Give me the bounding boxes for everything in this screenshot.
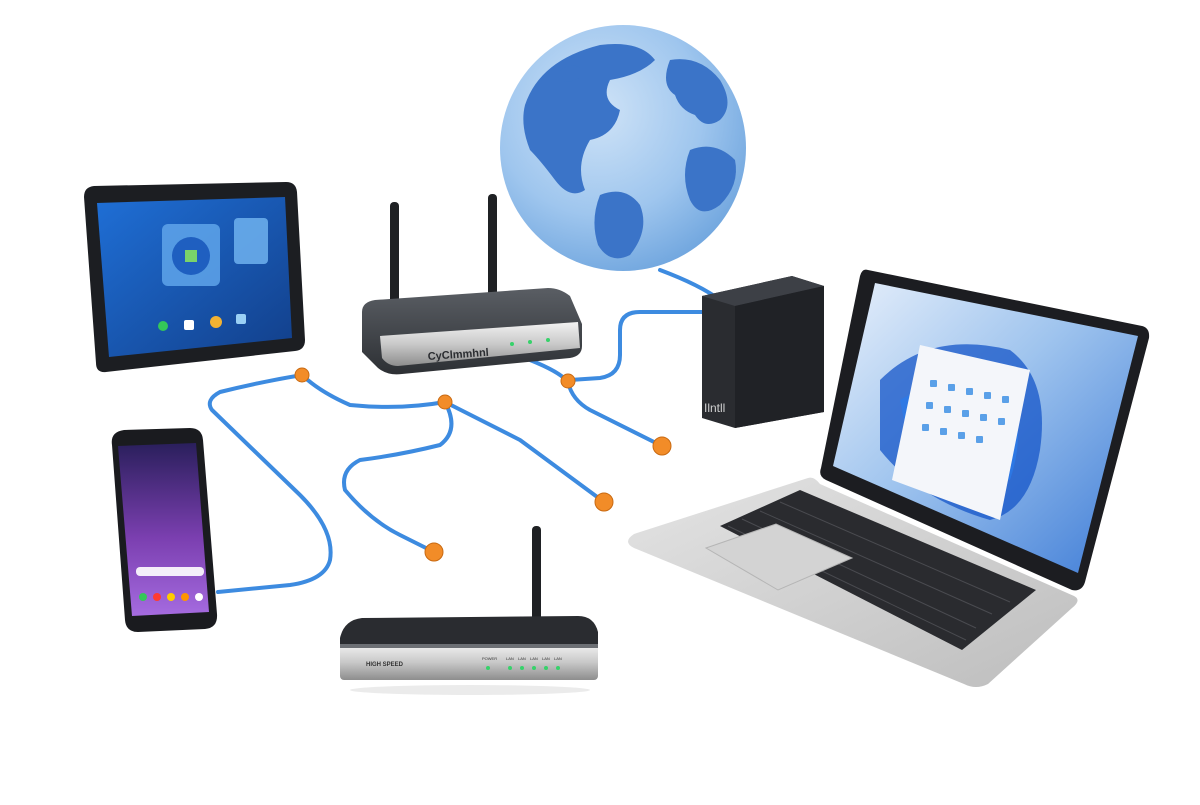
router-shadow xyxy=(350,685,590,695)
globe-icon xyxy=(500,25,746,271)
cable-center xyxy=(342,400,454,554)
cable-node xyxy=(652,436,672,456)
router-top-brand-label: CyClmmhnl xyxy=(427,347,489,363)
app-icon xyxy=(195,593,203,601)
port-label-power: POWER xyxy=(482,656,497,661)
cable-server-router xyxy=(568,310,707,382)
messages-app-icon xyxy=(184,320,194,330)
laptop-keyboard xyxy=(720,490,1036,650)
status-led xyxy=(510,342,514,346)
cable-router-branch xyxy=(566,380,664,448)
cable-node xyxy=(294,367,310,383)
cable-nodes xyxy=(294,367,672,562)
port-leds xyxy=(486,666,560,670)
port-label-lan-3: LAN xyxy=(530,656,538,661)
port-label-lan-5: LAN xyxy=(554,656,562,661)
server: Ilntll xyxy=(702,276,824,428)
cable-node xyxy=(560,373,576,389)
cable-tablet-main xyxy=(300,373,606,504)
cable-node xyxy=(594,492,614,512)
camera-app-icon xyxy=(236,314,246,324)
router-antenna xyxy=(532,526,541,630)
server-label: Ilntll xyxy=(704,401,725,415)
router-top: CyClmmhnl xyxy=(362,194,582,375)
app-icon xyxy=(167,593,175,601)
port-label-lan-2: LAN xyxy=(518,656,526,661)
port-label-lan-1: LAN xyxy=(506,656,514,661)
cable-node xyxy=(424,542,444,562)
app-icon xyxy=(139,593,147,601)
router-antenna xyxy=(488,194,497,300)
browser-app-icon xyxy=(210,316,222,328)
phone-search-bar xyxy=(136,567,204,576)
cable-node xyxy=(437,394,453,410)
router-bottom-brand-label: HIGH SPEED xyxy=(366,662,404,668)
cable-tablet-left xyxy=(207,373,333,594)
status-led xyxy=(528,340,532,344)
laptop xyxy=(628,269,1150,687)
phone-app-icon xyxy=(158,321,168,331)
start-menu-icons xyxy=(922,380,1009,443)
smartphone xyxy=(111,428,218,632)
app-icon xyxy=(153,593,161,601)
router-bottom: HIGH SPEED POWER LAN LAN LAN LAN LAN xyxy=(340,526,598,695)
app-icon xyxy=(181,593,189,601)
router-antenna xyxy=(390,202,399,308)
laptop-touchpad xyxy=(704,523,854,591)
port-label-lan-4: LAN xyxy=(542,656,550,661)
tablet-app-tile xyxy=(234,218,268,264)
status-led xyxy=(546,338,550,342)
tablet xyxy=(84,182,305,373)
